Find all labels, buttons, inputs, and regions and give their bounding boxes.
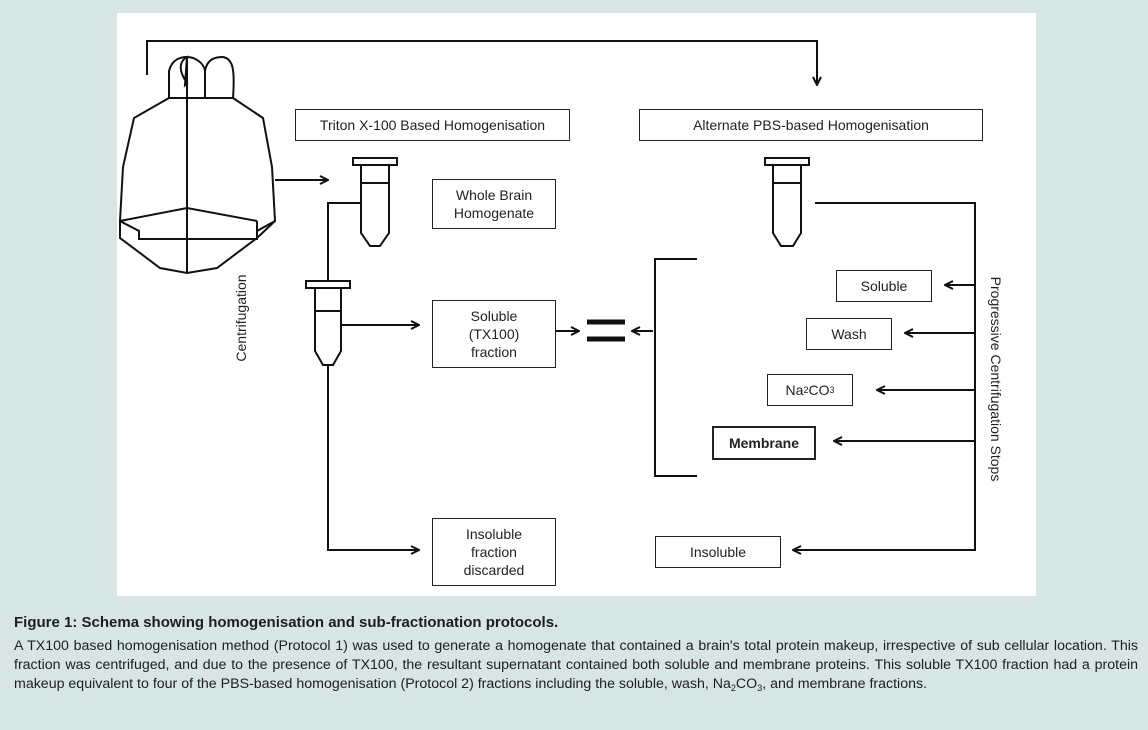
fractions-bracket — [654, 258, 697, 477]
diagram-lines — [118, 40, 976, 596]
na2co3-na: Na — [785, 382, 804, 398]
na2co3-co: CO — [808, 382, 830, 398]
insoluble-fraction-discarded-box: Insoluble fraction discarded — [432, 518, 556, 586]
caption-sub1: 2 — [730, 683, 736, 693]
pbs-homogenisation-label: Alternate PBS-based Homogenisation — [639, 109, 983, 141]
progressive-centrifugation-label: Progressive Centrifugation Stops — [988, 276, 1004, 482]
figure-caption: Figure 1: Schema showing homogenisation … — [14, 614, 1138, 694]
equals-sign-icon — [587, 319, 625, 342]
brain-outline-icon — [118, 55, 277, 275]
membrane-box: Membrane — [712, 426, 816, 460]
soluble-box: Soluble — [836, 270, 932, 302]
progressive-centrifugation-line — [793, 202, 976, 550]
whole-brain-homogenate-box: Whole Brain Homogenate — [432, 179, 556, 229]
caption-body-part2: CO — [735, 676, 758, 692]
caption-title: Figure 1: Schema showing homogenisation … — [14, 614, 559, 631]
triton-homogenisation-label: Triton X-100 Based Homogenisation — [295, 109, 570, 141]
centrifugation-label: Centrifugation — [233, 274, 249, 362]
insoluble-box: Insoluble — [655, 536, 781, 568]
caption-body-part3: , and membrane fractions. — [762, 676, 928, 692]
arrow-to-insoluble-discarded — [327, 365, 419, 550]
figure-panel: Triton X-100 Based Homogenisation Altern… — [117, 13, 1036, 596]
caption-sub2: 3 — [757, 683, 763, 693]
pbs-tube-icon — [764, 157, 810, 247]
line-tube1-to-centrifuge — [327, 202, 361, 281]
top-connector-line — [146, 40, 817, 85]
soluble-tx100-fraction-box: Soluble (TX100) fraction — [432, 300, 556, 368]
centrifuge-tube-icon — [305, 280, 351, 366]
caption-body-part1: A TX100 based homogenisation method (Pro… — [14, 638, 1138, 692]
caption-body: A TX100 based homogenisation method (Pro… — [14, 637, 1138, 694]
wash-box: Wash — [806, 318, 892, 350]
triton-tube-icon — [352, 157, 398, 247]
